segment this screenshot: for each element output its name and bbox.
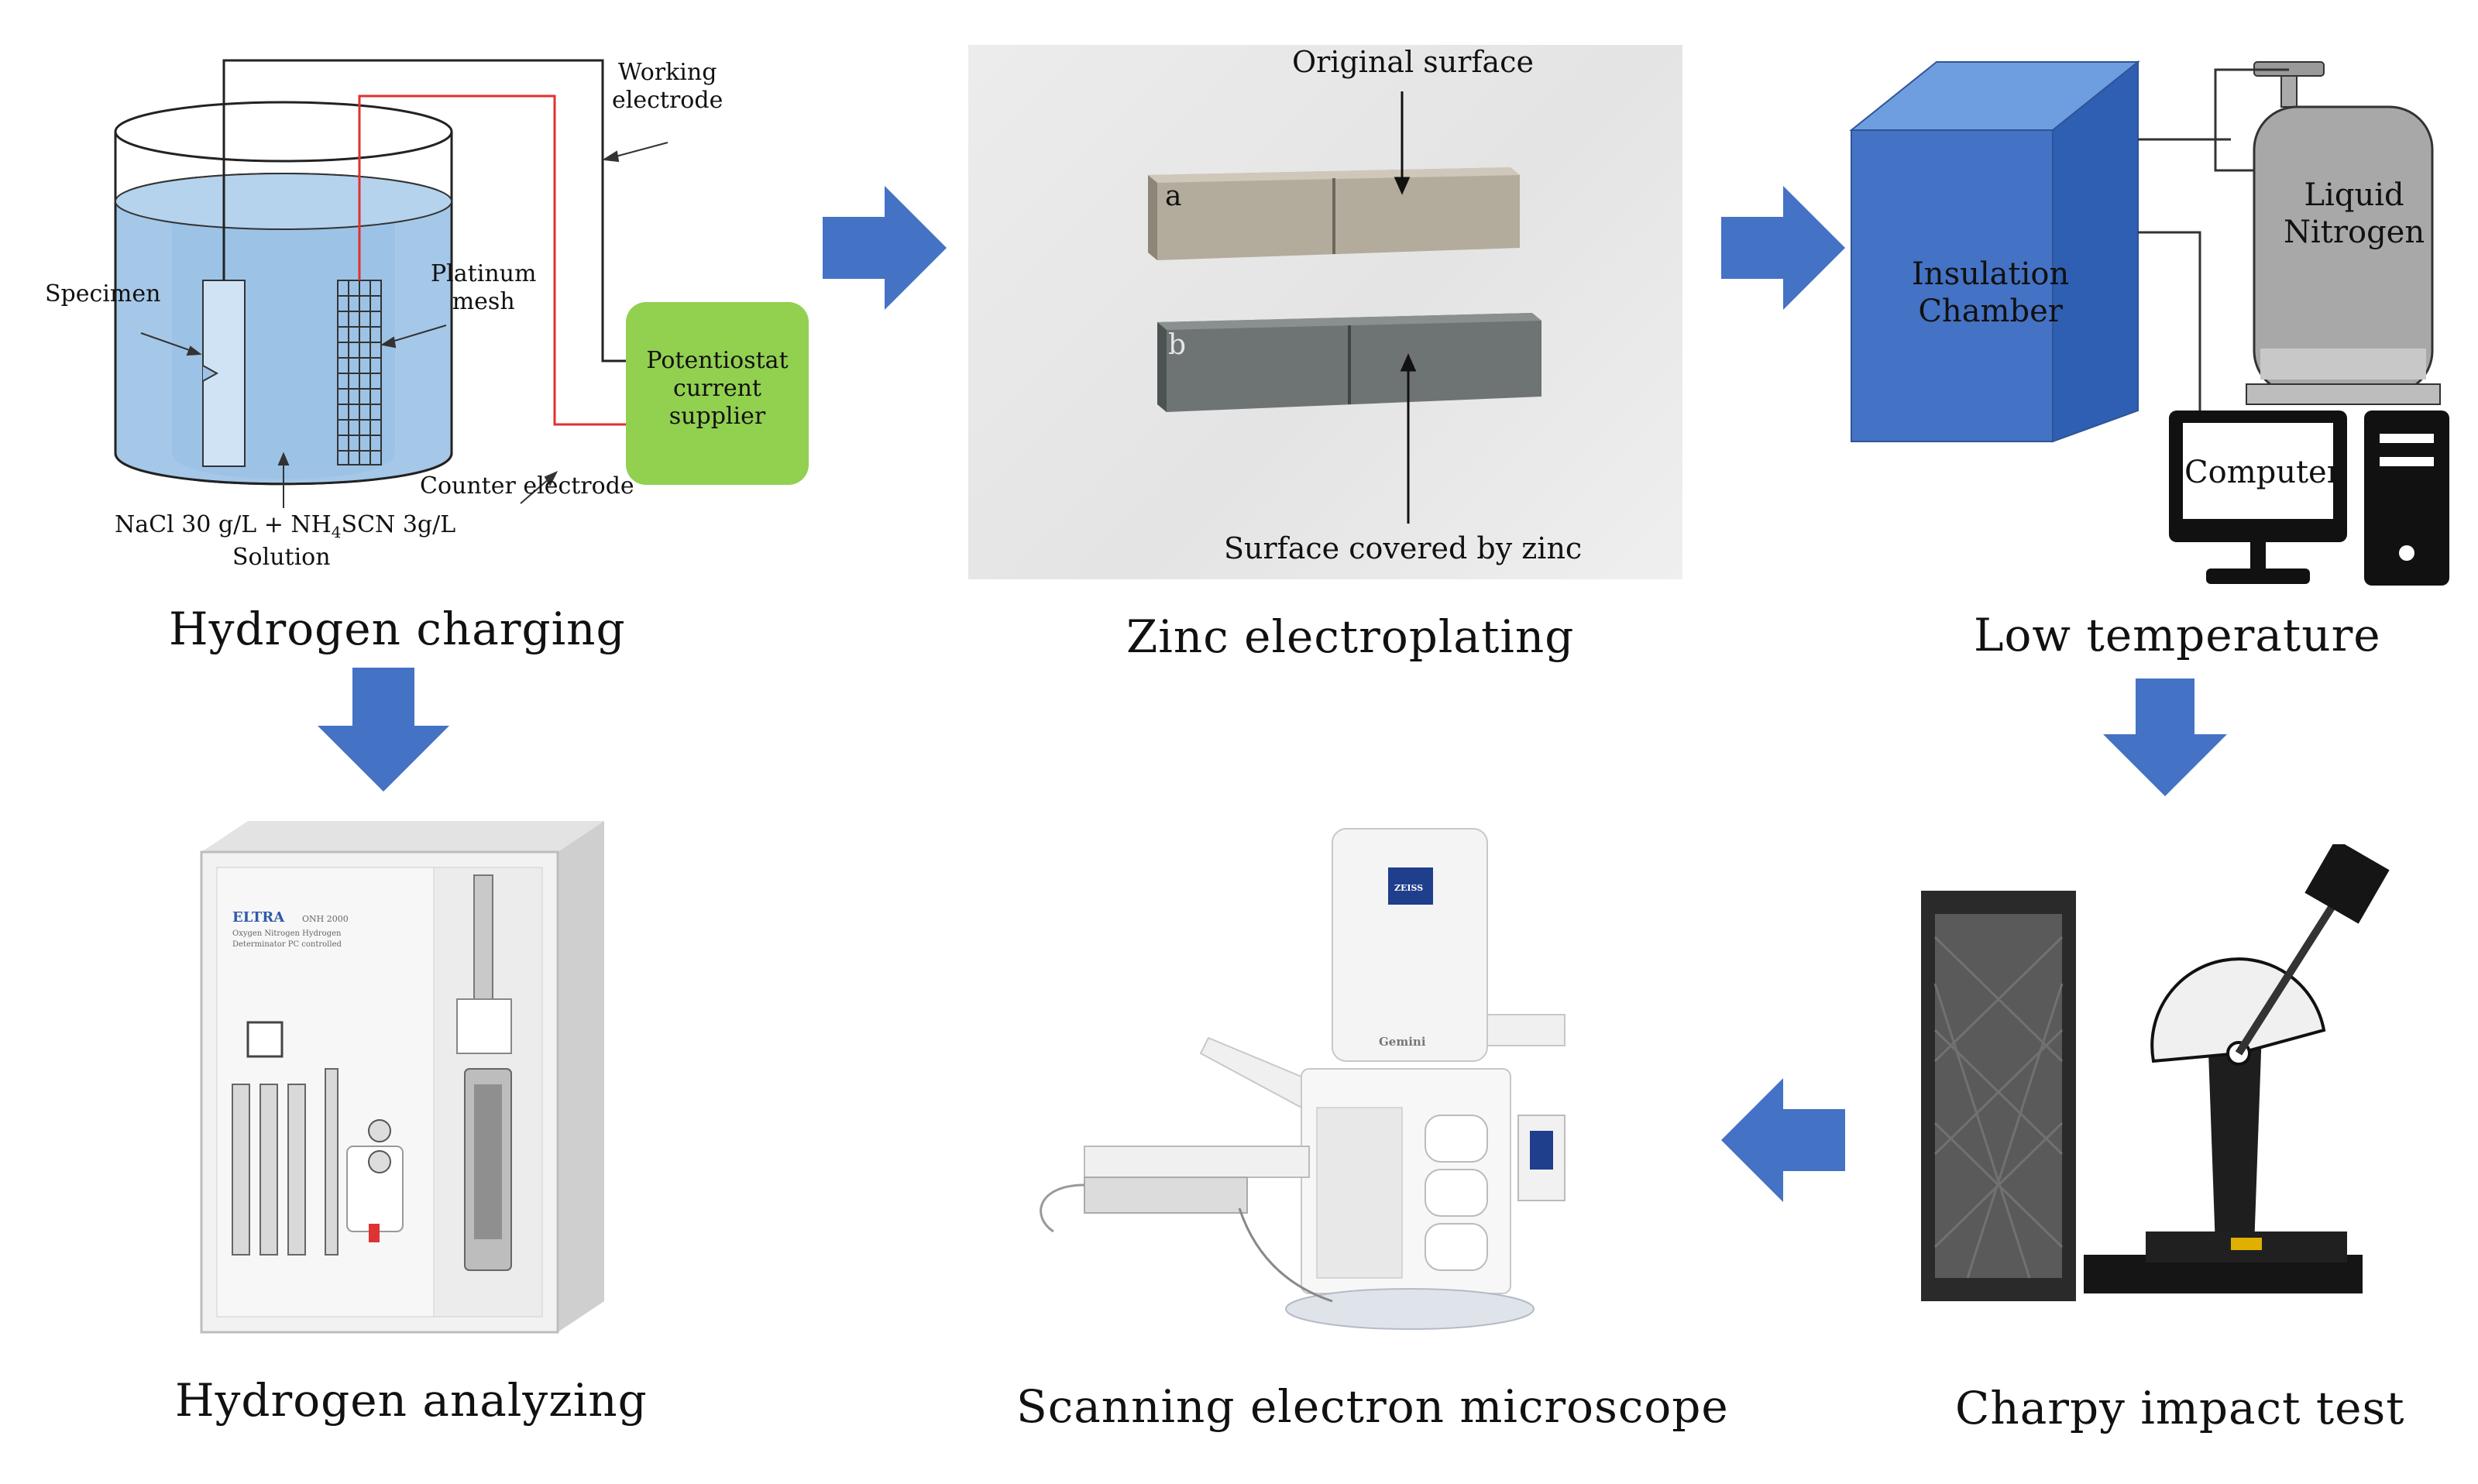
specimen-a-label: a bbox=[1165, 180, 1182, 212]
hydrogen-charging-diagram bbox=[114, 59, 809, 508]
sem-title: Scanning electron microscope bbox=[1016, 1380, 1729, 1433]
solution-line-1: NaCl 30 g/L + NH4SCN 3g/L bbox=[115, 511, 456, 541]
svg-text:Determinator PC controlled: Determinator PC controlled bbox=[232, 940, 342, 949]
low-temperature-diagram bbox=[1849, 60, 2449, 586]
platinum-mesh-label: Platinum mesh bbox=[431, 260, 537, 315]
svg-text:Gemini: Gemini bbox=[1379, 1035, 1426, 1049]
svg-text:ELTRA: ELTRA bbox=[232, 909, 285, 926]
arrow-down-2 bbox=[2103, 678, 2227, 796]
insulation-chamber-label: Insulation Chamber bbox=[1912, 256, 2070, 329]
charpy-tester-image bbox=[1921, 844, 2390, 1301]
computer-label: Computer bbox=[2184, 455, 2342, 490]
covered-surface-label: Surface covered by zinc bbox=[1224, 531, 1583, 565]
arrow-left-1 bbox=[1721, 1078, 1845, 1202]
specimen-b-label: b bbox=[1168, 329, 1187, 361]
zinc-specimens bbox=[1148, 91, 1541, 524]
working-electrode-label: Working electrode bbox=[612, 59, 723, 114]
potentiostat-label: Potentiostat current supplier bbox=[646, 347, 789, 430]
solution-label-2: Solution bbox=[232, 544, 331, 571]
svg-text:Oxygen Nitrogen Hydrogen: Oxygen Nitrogen Hydrogen bbox=[232, 929, 342, 938]
hydrogen-analyzing-title: Hydrogen analyzing bbox=[175, 1374, 648, 1427]
specimen-label: Specimen bbox=[45, 280, 161, 307]
counter-electrode-label: Counter electrode bbox=[420, 472, 634, 500]
svg-text:ONH 2000: ONH 2000 bbox=[302, 914, 349, 924]
hydrogen-analyzer-image: ELTRA ONH 2000 Oxygen Nitrogen Hydrogen … bbox=[200, 821, 604, 1334]
arrow-down-1 bbox=[318, 668, 449, 792]
solution-label: NaCl 30 g/L + NH4SCN 3g/L bbox=[115, 511, 455, 541]
original-surface-label: Original surface bbox=[1292, 45, 1534, 79]
hydrogen-charging-title: Hydrogen charging bbox=[169, 603, 626, 655]
svg-text:ZEISS: ZEISS bbox=[1394, 883, 1423, 893]
zinc-electroplating-title: Zinc electroplating bbox=[1126, 610, 1575, 663]
liquid-nitrogen-label: Liquid Nitrogen bbox=[2284, 177, 2425, 250]
zinc-photo bbox=[968, 45, 1682, 579]
sem-image: ZEISS Gemini bbox=[1040, 828, 1566, 1330]
low-temperature-title: Low temperature bbox=[1974, 609, 2381, 661]
arrow-right-1 bbox=[823, 186, 947, 310]
arrow-right-2 bbox=[1721, 186, 1845, 310]
charpy-title: Charpy impact test bbox=[1955, 1382, 2405, 1434]
